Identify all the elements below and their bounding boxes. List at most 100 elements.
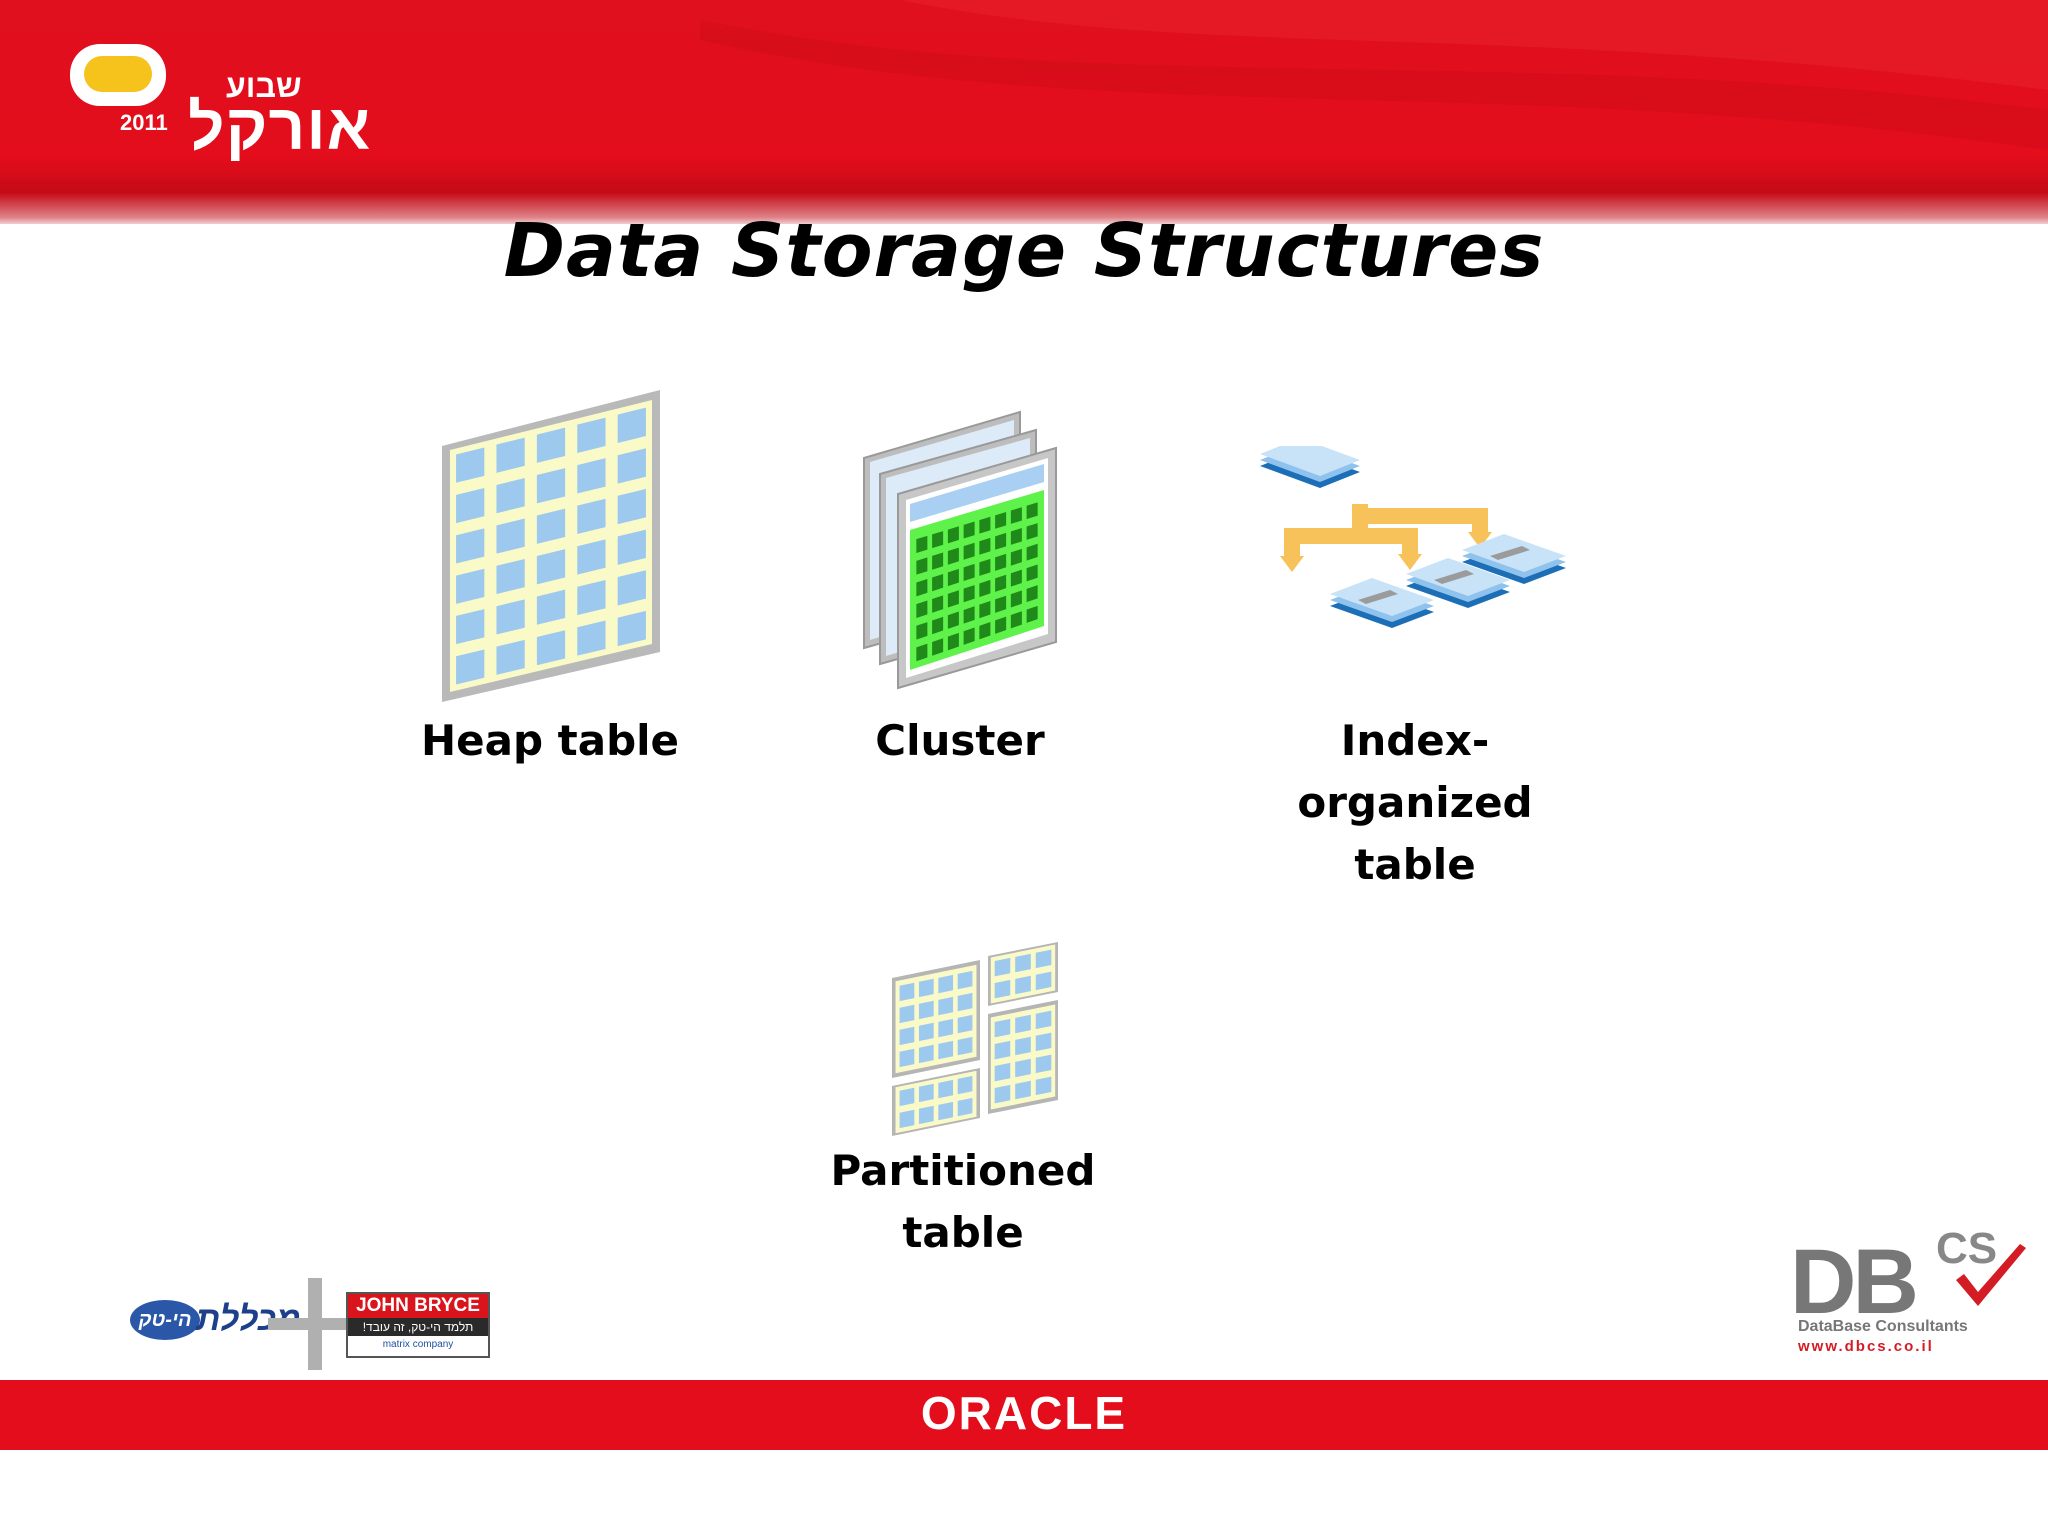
heap-cell <box>456 649 485 685</box>
leaf-node-3-icon <box>1462 534 1566 584</box>
cluster-cell <box>932 595 944 613</box>
logo-ring-icon <box>70 44 166 106</box>
footer-band <box>0 1380 2048 1450</box>
partition-cell <box>1035 1076 1052 1096</box>
partition-cell <box>918 1044 934 1064</box>
cluster-cell <box>963 542 975 560</box>
leaf-node-1-icon <box>1330 578 1434 628</box>
heap-table-item: Heap table <box>421 390 679 765</box>
cluster-cell <box>1010 548 1022 566</box>
heap-cell <box>536 427 566 463</box>
heap-cell <box>536 508 566 544</box>
heap-cell <box>617 448 646 484</box>
heap-cell <box>456 447 485 483</box>
logo-year: 2011 <box>120 110 168 135</box>
cluster-cell <box>995 595 1007 613</box>
heap-cell <box>577 417 606 453</box>
heap-cell <box>536 630 566 666</box>
partition-cell <box>938 1101 954 1121</box>
partition-cell <box>994 1018 1011 1038</box>
cluster-cell <box>947 590 959 608</box>
cluster-cell <box>995 616 1007 634</box>
partition-cell <box>918 1083 934 1103</box>
partition-cell <box>918 1022 934 1042</box>
partition-bg <box>895 964 977 1074</box>
heap-cell <box>456 609 485 645</box>
partition-cell <box>899 1087 915 1107</box>
slide-title: Data Storage Structures <box>503 208 1545 294</box>
header-band: 2011 שבוע אורקל <box>0 0 2048 224</box>
partition-cell <box>957 992 973 1012</box>
cluster-cell <box>1010 590 1022 608</box>
dbcs-main: DB <box>1790 1231 1919 1333</box>
cluster-cell <box>1010 528 1022 545</box>
cluster-cell <box>963 606 975 624</box>
cluster-cell <box>1010 569 1022 587</box>
heap-cell <box>577 498 606 535</box>
cluster-icon <box>863 410 1057 690</box>
logo-hebrew-small: שבוע <box>226 68 302 104</box>
heap-cell <box>496 437 525 473</box>
cluster-cell <box>1026 585 1038 603</box>
cluster-cell <box>995 553 1007 571</box>
partition-cell <box>994 957 1011 977</box>
cluster-cell <box>916 557 928 575</box>
heap-cell <box>536 468 566 504</box>
index-organized-table-label: Index-organized table <box>1297 716 1533 889</box>
cluster-cell <box>979 622 991 640</box>
partition-cell <box>899 1109 915 1129</box>
cluster-cell <box>947 611 959 629</box>
partition-cell <box>938 1018 954 1038</box>
partitioned-table-icon <box>892 942 1058 1136</box>
heap-cell <box>577 458 606 494</box>
partition-cell <box>938 996 954 1016</box>
partition-cell <box>1015 953 1031 973</box>
john-bryce-logo: JOHN BRYCE תלמד הי-טק, זה עובד! matrix c… <box>346 1292 490 1358</box>
heap-cell <box>577 539 606 575</box>
heap-cell <box>617 570 646 606</box>
dbcs-url: www.dbcs.co.il <box>1798 1338 1934 1355</box>
partition-cell <box>957 1014 973 1034</box>
cluster-cell <box>963 563 975 582</box>
cluster-cell <box>979 537 991 555</box>
cluster-cell <box>1026 523 1038 540</box>
cluster-cell <box>995 574 1007 592</box>
partition-cell <box>994 1040 1011 1060</box>
partition-cell <box>899 1026 915 1046</box>
partitioned-table-label: Partitioned table <box>830 1146 1096 1257</box>
cluster-cell <box>947 568 959 587</box>
cluster-cell <box>979 558 991 576</box>
root-node-icon <box>1260 438 1360 488</box>
cluster-cell <box>1010 507 1022 524</box>
heap-cell <box>496 639 525 675</box>
cluster-cell <box>916 578 928 597</box>
partition-cell <box>918 1105 934 1125</box>
heap-cell <box>617 488 646 525</box>
partition-cell <box>1015 975 1031 995</box>
partition-cell <box>1035 949 1052 969</box>
partition-cell <box>1015 1014 1031 1034</box>
index-organized-table-item: Index-organized table <box>1250 438 1580 889</box>
cluster-cell <box>963 585 975 603</box>
cluster-label: Cluster <box>875 716 1045 765</box>
oracle-logo: ORACLE <box>920 1387 1128 1439</box>
cluster-cell <box>932 616 944 635</box>
heap-cell <box>617 529 646 565</box>
cluster-cell <box>932 573 944 592</box>
cluster-cell <box>947 632 959 651</box>
partition-cell <box>994 979 1011 999</box>
partition-cell <box>1015 1058 1031 1078</box>
heap-cell <box>577 620 606 656</box>
header-wave-decoration <box>0 0 2048 224</box>
partition-cell <box>899 982 915 1002</box>
partition-cell <box>899 1004 915 1024</box>
heap-cell <box>617 407 646 444</box>
john-bryce-sub: matrix company <box>382 1339 454 1350</box>
partition-cell <box>957 1036 973 1056</box>
partition-cell <box>1015 1080 1031 1100</box>
cluster-cell <box>995 511 1007 529</box>
checkmark-icon <box>1956 1244 2026 1306</box>
partition-cell <box>957 970 973 990</box>
heap-cell <box>496 478 525 514</box>
heap-cell <box>496 599 525 635</box>
